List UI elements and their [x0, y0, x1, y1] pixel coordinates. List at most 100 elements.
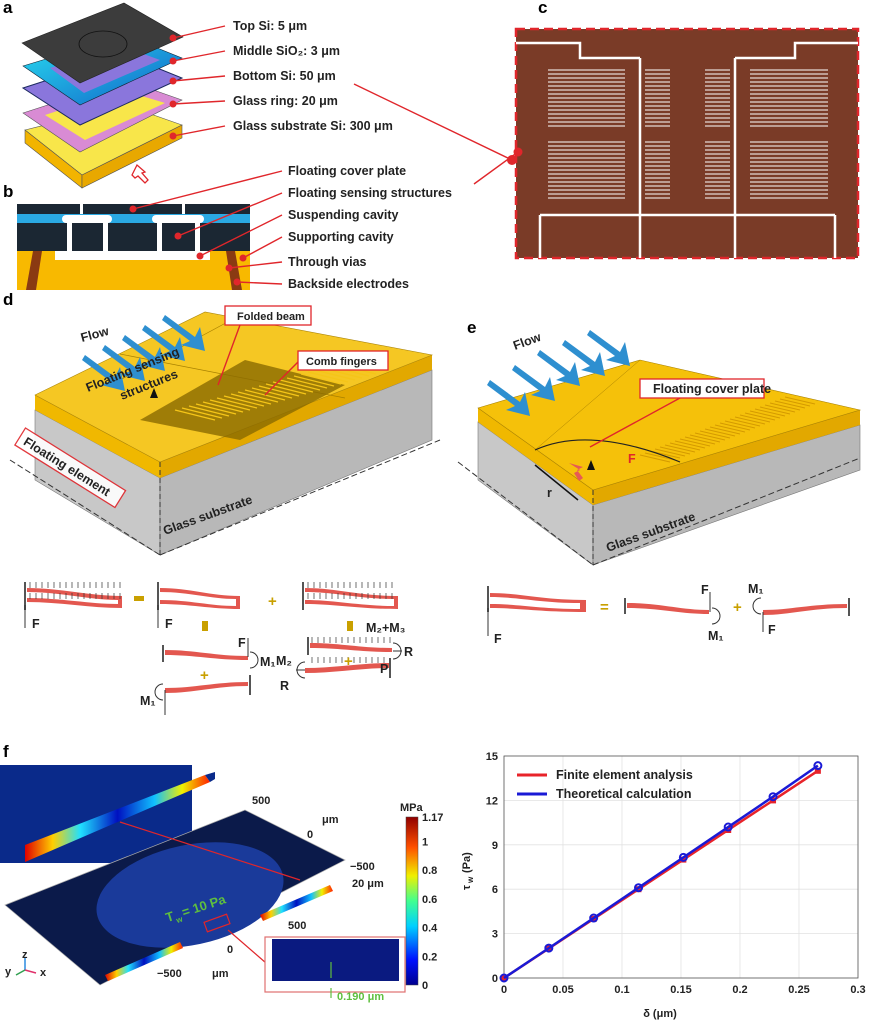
axis-x-label: x	[40, 967, 47, 979]
x-tick-label: 0.15	[670, 984, 691, 996]
moment-label: M₂+M₃	[366, 621, 406, 635]
comb-finger	[689, 434, 721, 443]
colorbar-tick: 1.17	[422, 812, 443, 824]
section-label: Floating sensing structures	[288, 186, 452, 200]
section-label: Supporting cavity	[288, 230, 394, 244]
y-tick-label: 9	[492, 840, 498, 852]
flow-arrow-icon	[122, 335, 165, 371]
comb-finger	[251, 387, 293, 399]
comb-finger	[709, 426, 741, 435]
data-point	[680, 856, 687, 863]
colorbar-tick: 0.6	[422, 894, 437, 906]
comb-finger	[664, 444, 696, 453]
beam-diagram-d: + + + F F F M₁ M₁ M₂+M₃ R P M₂ R	[24, 582, 413, 715]
axis-label: 0	[227, 944, 233, 956]
flow-arrow-icon	[587, 330, 630, 366]
comb-finger	[237, 391, 279, 403]
force-label: F	[165, 617, 173, 631]
layer-label: Middle SiO₂: 3 μm	[233, 44, 340, 58]
flow-arrow-icon	[562, 340, 605, 376]
force-label: F	[32, 617, 40, 631]
plus-sign: +	[200, 667, 209, 684]
data-point	[499, 973, 509, 983]
comb-finger	[679, 438, 711, 447]
comb-finger	[258, 385, 300, 397]
top-si-layer	[21, 2, 184, 84]
comb-finger	[714, 424, 746, 433]
layer-label: Glass ring: 20 μm	[233, 94, 338, 108]
layer-label: Glass substrate Si: 300 μm	[233, 119, 393, 133]
y-axis-label: τ	[461, 885, 473, 890]
panel-label-c: c	[538, 0, 547, 17]
legend-item: Finite element analysis	[556, 768, 693, 782]
section-label: Suspending cavity	[288, 208, 398, 222]
x-tick-label: 0.3	[850, 984, 865, 996]
axis-z-label: z	[22, 949, 28, 961]
comb-finger	[223, 395, 265, 407]
reaction-label: R	[404, 645, 413, 659]
flow-arrows-e	[487, 330, 630, 416]
axis-label: 0	[307, 829, 313, 841]
comb-finger	[293, 375, 335, 387]
layout-view	[473, 27, 860, 260]
colorbar-tick: 0	[422, 980, 428, 992]
data-point	[813, 761, 823, 771]
comb-finger	[202, 401, 244, 413]
legend-item: Theoretical calculation	[556, 787, 691, 801]
p-label: P	[380, 662, 388, 676]
comb-finger	[694, 432, 726, 441]
layer-leaders	[169, 25, 513, 161]
force-label: F	[768, 623, 776, 637]
axis-y-label: y	[5, 966, 12, 978]
force-label: F	[701, 583, 709, 597]
comb-finger	[674, 440, 706, 449]
comb-finger	[704, 428, 736, 437]
comb-fingers-label: Comb fingers	[306, 356, 377, 368]
comb-finger	[769, 402, 801, 411]
equals-sign-rotated	[347, 621, 353, 631]
plus-sign: +	[268, 593, 277, 610]
colorbar-tick: 0.8	[422, 865, 437, 877]
data-point	[634, 883, 644, 893]
equals-sign-rotated	[202, 621, 208, 631]
legend: Finite element analysis Theoretical calc…	[517, 768, 693, 801]
comb-finger	[749, 410, 781, 419]
data-point	[768, 792, 778, 802]
moment-label: M₁	[748, 582, 764, 596]
comb-finger	[639, 454, 671, 463]
comb-finger	[739, 414, 771, 423]
colorbar	[405, 816, 419, 986]
data-point	[544, 943, 554, 953]
axis-label: 500	[288, 920, 306, 932]
layer-label: Top Si: 5 μm	[233, 19, 307, 33]
cover-plate-label: Floating cover plate	[653, 382, 771, 396]
force-label: F	[238, 636, 246, 650]
radius-label: r	[547, 486, 552, 500]
comb-finger	[216, 397, 258, 409]
comb-finger	[181, 407, 223, 419]
comb-finger	[644, 452, 676, 461]
comb-finger	[729, 418, 761, 427]
plot-frame	[503, 755, 859, 979]
comb-finger	[209, 399, 251, 411]
comb-finger	[230, 393, 272, 405]
device-3d-d	[9, 311, 441, 556]
equals-sign: =	[600, 599, 609, 616]
comb-finger	[734, 416, 766, 425]
force-label: F	[494, 632, 502, 646]
moment-label: M₂	[276, 654, 292, 668]
up-arrow-icon	[131, 163, 149, 184]
comb-finger	[300, 373, 342, 385]
comb-finger	[265, 383, 307, 395]
y-tick-label: 15	[486, 751, 498, 763]
plus-sign: +	[344, 653, 353, 670]
cross-section	[17, 204, 250, 290]
comb-finger	[719, 422, 751, 431]
axis-label: μm	[212, 968, 229, 980]
moment-label: M₁	[708, 629, 724, 643]
colorbar-unit: MPa	[400, 802, 424, 814]
colorbar-tick: 0.2	[422, 951, 437, 963]
layer-stack	[21, 2, 184, 189]
flow-label: Flow	[79, 324, 110, 345]
